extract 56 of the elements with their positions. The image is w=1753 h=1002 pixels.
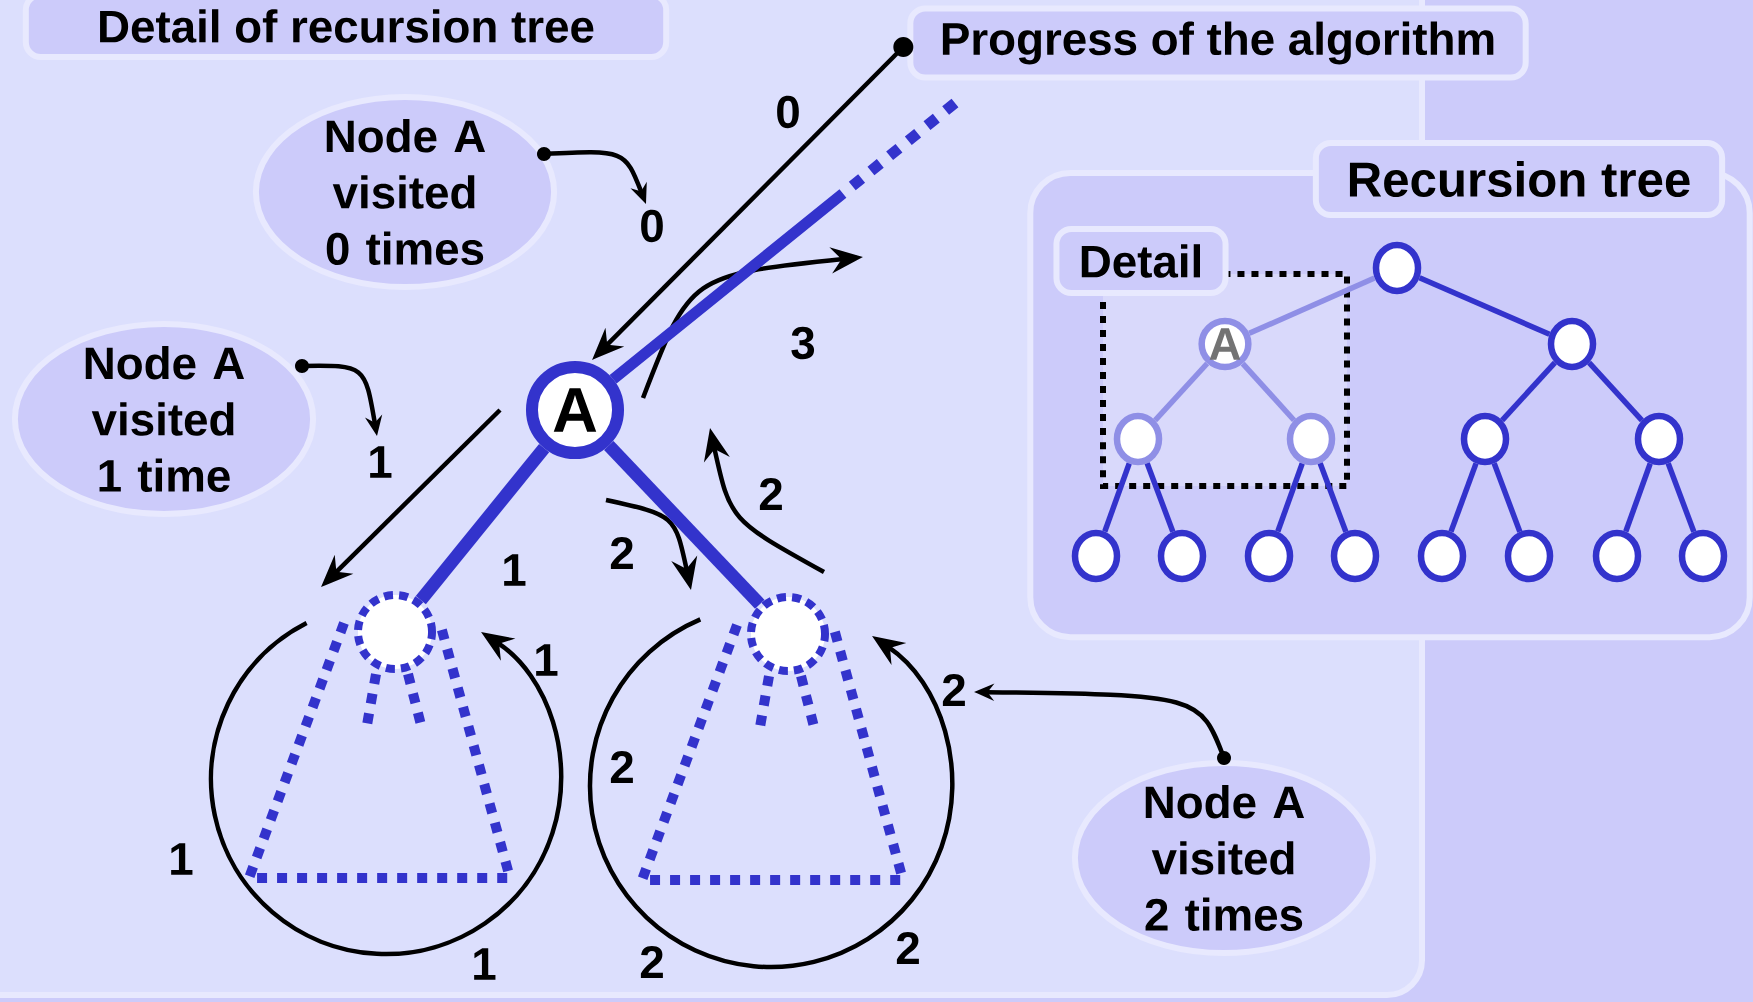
tree-edge — [1491, 462, 1523, 533]
tree-edge — [604, 441, 765, 609]
label-box: Progress of the algorithm — [907, 5, 1529, 81]
ellipse-callout: Node A visited 2 times — [1071, 759, 1377, 957]
tree-edge — [609, 98, 959, 384]
number-label: 2 — [942, 674, 965, 706]
tree-node — [1157, 529, 1207, 583]
tree-node — [1071, 529, 1121, 583]
tree-node — [1286, 412, 1336, 466]
edge-label: 3 — [791, 326, 815, 360]
tree-edge — [1587, 360, 1644, 423]
tree-node — [1244, 529, 1294, 583]
tree-node — [1592, 529, 1642, 583]
number-label: 2 — [640, 946, 663, 978]
tree-edge — [1448, 462, 1479, 533]
tree-node — [1372, 241, 1422, 295]
tree-node — [1504, 529, 1554, 583]
edge-label: 0 — [777, 95, 799, 129]
tree-node: A — [525, 361, 625, 460]
tree-node — [1330, 529, 1380, 583]
tree-edge — [415, 444, 550, 605]
tree-node — [1460, 412, 1510, 466]
label-box: Detail — [1053, 226, 1229, 297]
edge-label: 2 — [759, 478, 782, 510]
number-label: 1 — [474, 948, 496, 980]
tree-node — [1678, 529, 1728, 583]
tree-edge — [1500, 360, 1557, 423]
arrow — [208, 621, 564, 957]
tree-edge — [1665, 462, 1697, 533]
arrow — [587, 617, 955, 970]
edge-label: 1 — [504, 554, 526, 586]
title-box: Detail of recursion tree — [22, 0, 670, 61]
edge-label: 1 — [536, 644, 558, 676]
tree-edge — [1144, 462, 1176, 533]
tree-edge — [1240, 361, 1297, 423]
ellipse-callout: Node A visited 1 time — [11, 320, 317, 518]
tree-edge — [1623, 462, 1653, 533]
tree-node — [1547, 317, 1597, 371]
edge-label: 2 — [610, 537, 633, 569]
tree-edge — [1317, 462, 1349, 533]
tree-node — [1113, 412, 1163, 466]
ellipse-callout: Node A visited 0 times — [252, 93, 558, 291]
number-label: 1 — [171, 843, 193, 875]
number-label: 2 — [610, 751, 633, 783]
tree-node — [354, 591, 437, 674]
number-label: 0 — [641, 209, 663, 243]
tree-node — [747, 593, 829, 676]
tree-edge — [1418, 275, 1551, 337]
number-label: 2 — [896, 932, 919, 964]
tree-node: A — [1198, 317, 1252, 371]
tree-edge — [1102, 462, 1132, 533]
tree-edge — [1275, 462, 1305, 533]
tree-node — [1634, 412, 1684, 466]
tree-node — [1417, 529, 1467, 583]
tree-edge — [1153, 361, 1210, 423]
number-label: 1 — [370, 446, 392, 478]
